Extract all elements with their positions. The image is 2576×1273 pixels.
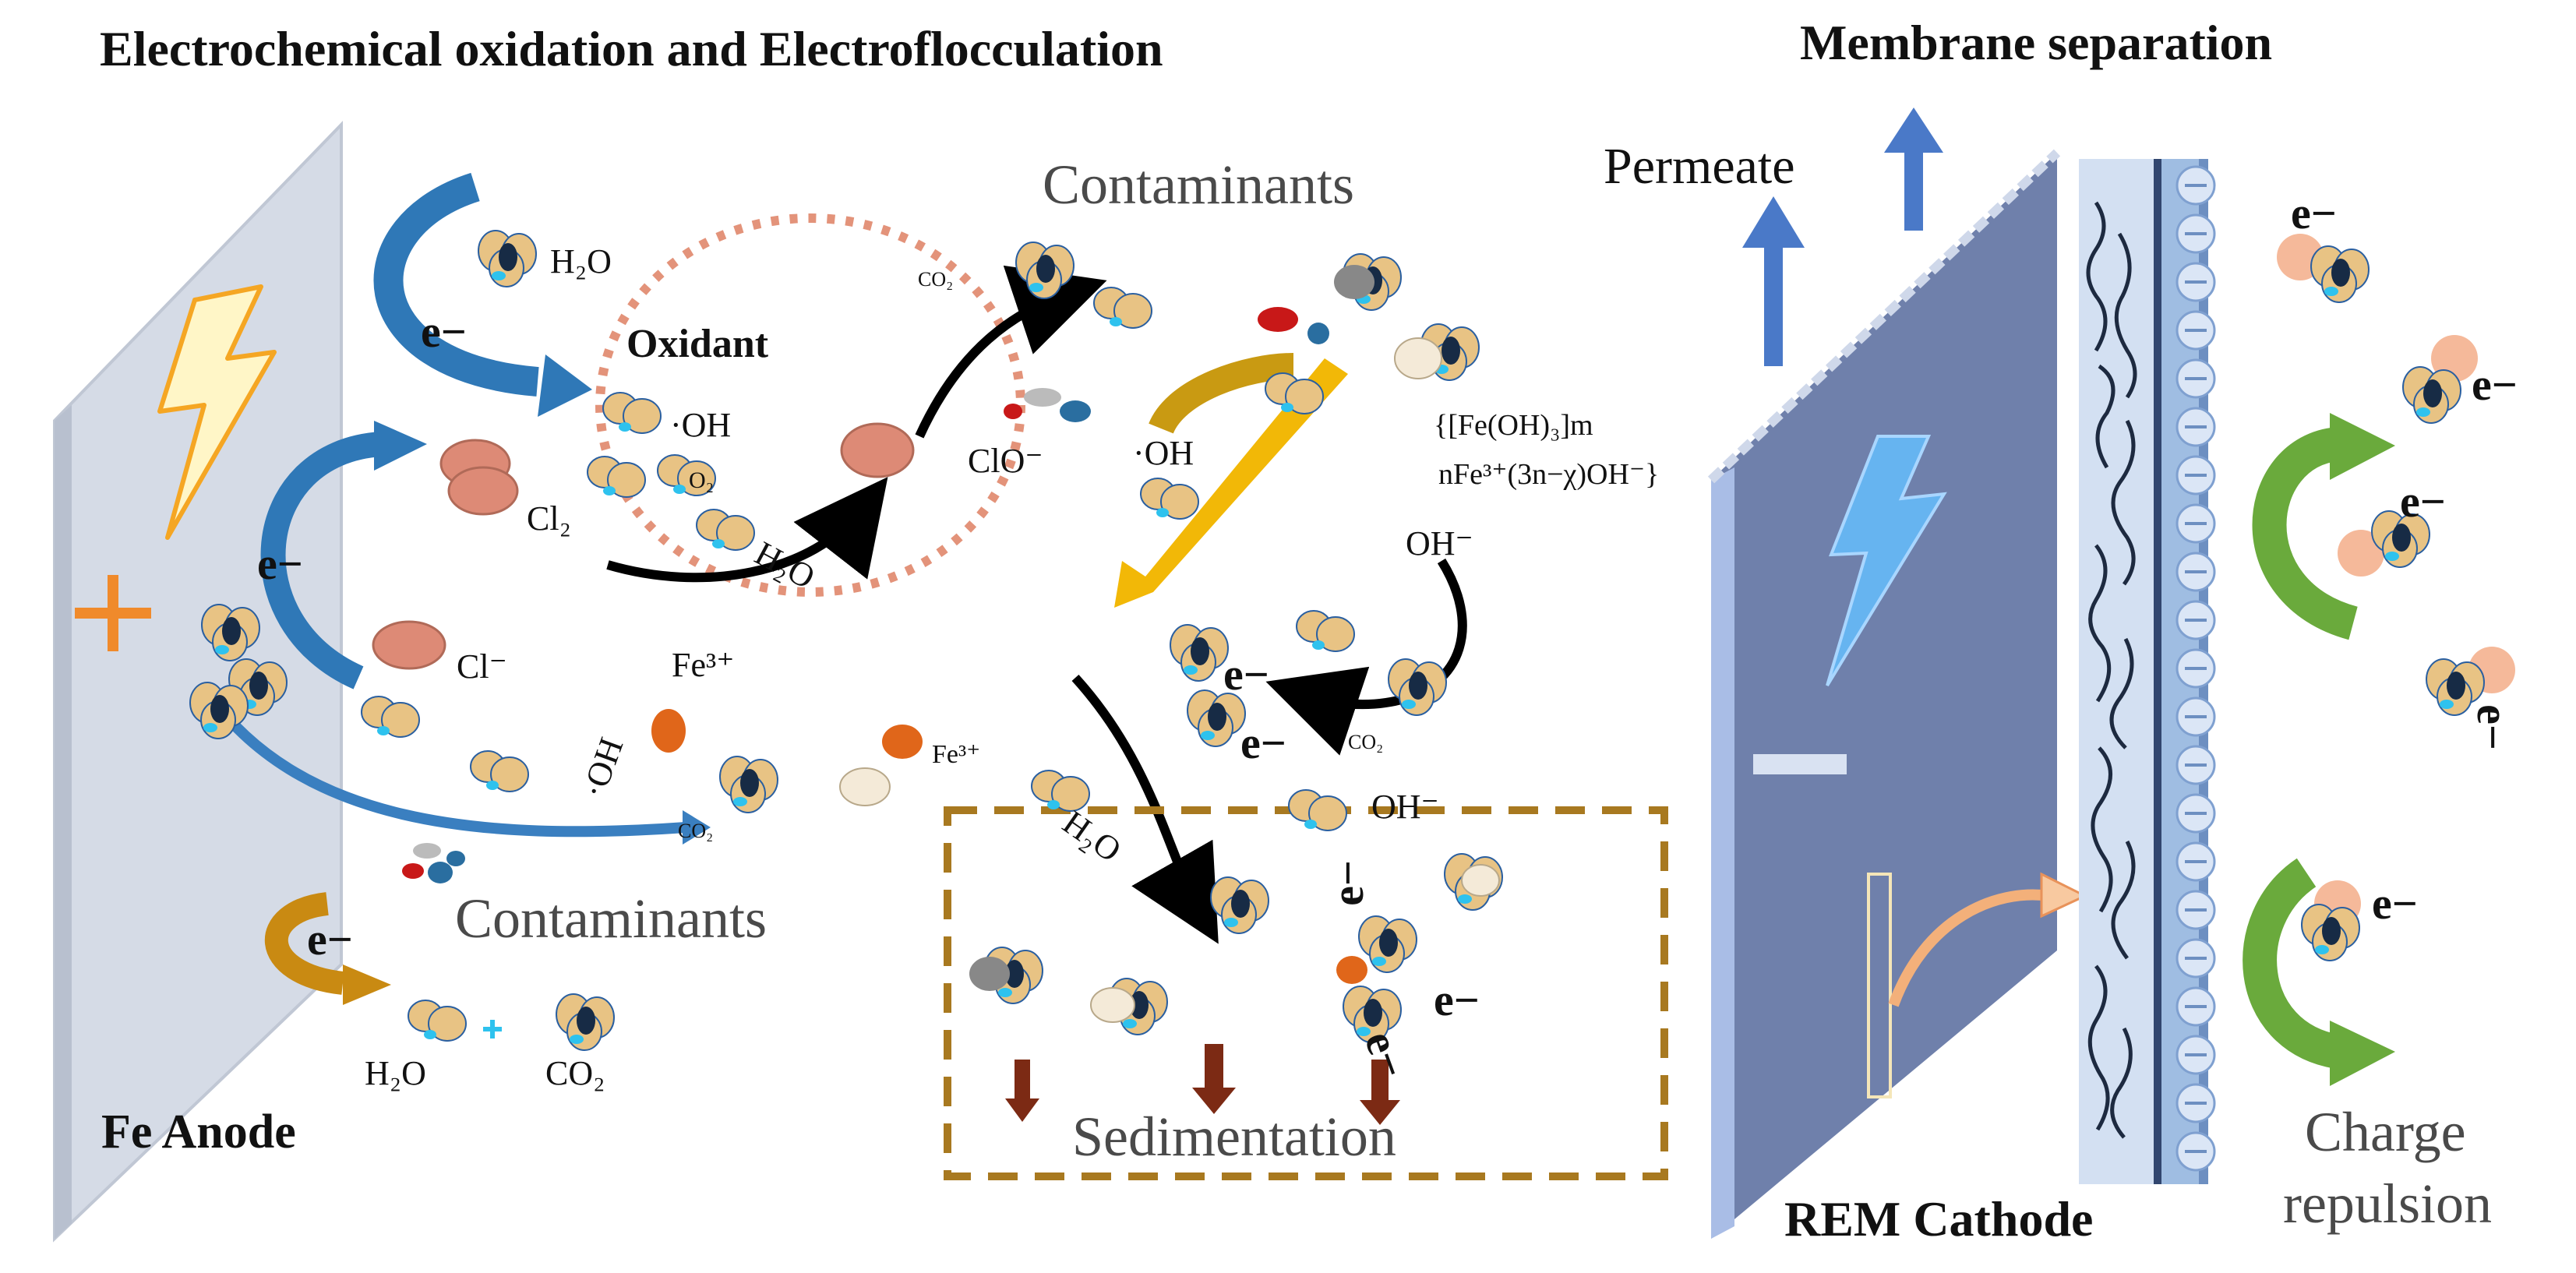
particle	[839, 767, 891, 806]
molecule-icon	[361, 696, 420, 738]
blue-thin-sweep	[198, 682, 686, 838]
fe-anode-label: Fe Anode	[101, 1106, 296, 1158]
molecule-icon	[1296, 610, 1355, 652]
o2-label: O₂	[689, 467, 715, 493]
rem-cathode-plate	[1707, 149, 2061, 1239]
plus-icon	[75, 575, 151, 651]
orange-curved-arrow	[1888, 889, 2050, 1007]
oh-radical-label: ·OH	[1133, 434, 1194, 472]
electron-label: e−	[2400, 476, 2446, 527]
negative-charge-discs	[2175, 165, 2216, 1172]
co2-label: CO₂	[1348, 731, 1384, 753]
heading-right: Membrane separation	[1800, 15, 2273, 70]
oh-minus-label: OH⁻	[1406, 524, 1473, 562]
molecule-icon	[556, 993, 615, 1051]
contaminants-label-bottom: Contaminants	[455, 887, 767, 950]
molecule-icon	[1388, 658, 1447, 716]
orange-curved-arrow	[264, 892, 344, 995]
fe3-label: Fe³⁺	[672, 646, 735, 684]
heading-left: Electrochemical oxidation and Electroflo…	[100, 21, 1163, 76]
contaminants-label-top: Contaminants	[1043, 153, 1354, 216]
cl2-particle	[447, 466, 519, 516]
co2-label: CO₂	[918, 268, 954, 291]
molecule-icon	[1288, 789, 1347, 831]
oxidant-label: Oxidant	[626, 322, 769, 366]
molecule-icon	[1140, 478, 1199, 520]
yellow-gold-arc	[1149, 353, 1294, 435]
black-arrow-2	[915, 265, 1107, 439]
floc-formula-line2: nFe³⁺(3n−χ)OH⁻}	[1438, 458, 1660, 491]
orange-arrowhead	[343, 964, 391, 1005]
molecule-icon	[696, 509, 755, 551]
electron-label: e−	[257, 538, 303, 589]
blue-arrowhead-bottom	[683, 810, 711, 845]
electron-label: e−	[421, 306, 467, 357]
oxidant-dotted-ring	[595, 213, 1025, 597]
electron-label: e−	[1434, 975, 1480, 1025]
lightning-icon	[1826, 435, 1947, 687]
fe3-label: Fe³⁺	[932, 740, 981, 769]
molecule-icon	[478, 230, 537, 287]
cl2-label: Cl₂	[527, 499, 571, 538]
electron-label: e−	[1322, 860, 1373, 906]
lightning-icon	[157, 284, 277, 540]
electron-label: e−	[307, 914, 353, 964]
minus-icon	[1753, 754, 1847, 774]
electron-label: e−	[2372, 878, 2418, 929]
blue-curved-arrow-top	[373, 172, 539, 397]
clo-minus-label: ClO⁻	[968, 442, 1043, 480]
molecule-icon	[1170, 624, 1229, 682]
permeate-label: Permeate	[1604, 138, 1795, 195]
h2o-label: H₂O	[365, 1054, 426, 1092]
molecule-icon	[1210, 876, 1269, 934]
molecule-icon	[719, 756, 778, 813]
green-arrowhead-top	[2330, 413, 2395, 480]
molecule-icon	[1358, 915, 1417, 973]
sedimentation-box	[944, 806, 1668, 1180]
electron-label: e−	[2472, 359, 2518, 410]
oh-radical-label: ·OH	[670, 406, 732, 444]
molecule-icon	[602, 392, 662, 434]
cl-minus-label: Cl⁻	[457, 647, 507, 686]
green-curved-arrow-top	[2252, 427, 2359, 640]
electron-label: e−	[1223, 649, 1269, 700]
blue-arrowhead-top	[538, 354, 592, 417]
molecule-icon	[1093, 287, 1152, 329]
repulsion-label: repulsion	[2283, 1172, 2492, 1235]
fe3-particle	[651, 709, 686, 753]
cl-minus-particle	[372, 620, 446, 670]
green-arrowhead-bottom	[2330, 1021, 2395, 1086]
repelled-molecules	[2277, 234, 2515, 961]
fe3-particle	[882, 725, 923, 759]
blue-arrowhead-mid	[374, 421, 427, 471]
oh-minus-label: OH⁻	[1371, 788, 1439, 826]
sedimentation-label: Sedimentation	[1072, 1106, 1396, 1168]
down-arrow-icon	[1005, 1044, 1400, 1125]
rem-cathode-label: REM Cathode	[1784, 1191, 2094, 1247]
molecule-icon	[587, 456, 646, 498]
blue-curved-arrow-mid	[260, 432, 383, 689]
molecule-icon	[408, 1000, 467, 1042]
floc-formula-line1: {[Fe(OH)₃]m	[1434, 409, 1593, 442]
co2-label: CO₂	[545, 1054, 605, 1092]
yellow-arrow	[1114, 358, 1348, 608]
electron-label: e−	[1240, 718, 1286, 768]
fe-anode-plate	[53, 121, 343, 1243]
up-arrow-icon	[1742, 108, 1943, 366]
black-arrow-1	[606, 477, 888, 583]
black-arrow-4	[1071, 674, 1219, 944]
co2-label: CO₂	[678, 820, 714, 842]
molecule-icon	[470, 750, 529, 792]
green-curved-arrow-bottom	[2243, 858, 2341, 1069]
electron-label: e−	[2467, 704, 2518, 750]
h2o-label: H₂O	[550, 242, 612, 280]
electron-label: e−	[2291, 188, 2337, 238]
clo-minus-particle	[840, 422, 915, 478]
charge-label: Charge	[2305, 1101, 2466, 1163]
